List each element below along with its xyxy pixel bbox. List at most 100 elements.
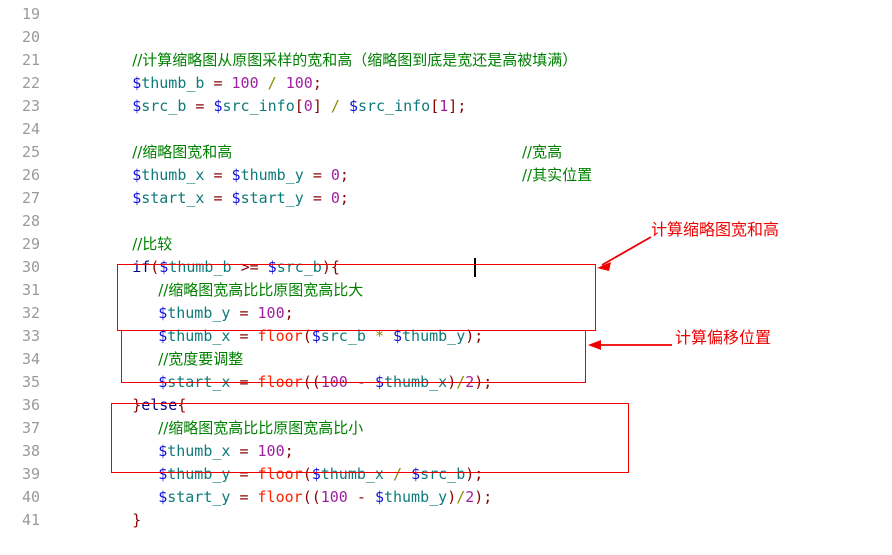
operator-token: = — [239, 304, 249, 322]
operator-token: = — [239, 442, 249, 460]
line-number: 22 — [21, 74, 40, 92]
line-number: 29 — [21, 235, 40, 253]
sigil-token: $ — [132, 189, 142, 207]
punctuation-token: ; — [284, 442, 294, 460]
line-number: 27 — [21, 189, 40, 207]
punctuation-token: ( — [302, 465, 312, 483]
punctuation-token: ); — [474, 488, 493, 506]
code-line-29[interactable]: if($thumb_b >= $src_b){ — [52, 233, 340, 302]
code-line-39[interactable]: $start_y = floor((100 - $thumb_y)/2); — [52, 463, 492, 532]
sigil-token: $ — [132, 97, 142, 115]
code-line-30[interactable]: //缩略图宽高比比原图宽高比大 — [52, 256, 363, 325]
code-line-20[interactable]: //计算缩略图从原图采样的宽和高（缩略图到底是宽还是高被填满） — [52, 26, 577, 95]
comment-token: //计算缩略图从原图采样的宽和高（缩略图到底是宽还是高被填满） — [132, 51, 578, 69]
comment-token: //缩略图宽高比比原图宽高比小 — [158, 419, 364, 437]
code-line-21[interactable]: $thumb_b = 100 / 100; — [52, 49, 322, 118]
brace-token: { — [177, 396, 187, 414]
code-line-32[interactable]: $thumb_x = floor($src_b * $thumb_y); — [52, 302, 483, 371]
variable-token: thumb_x — [383, 373, 448, 391]
variable-token: src_b — [420, 465, 466, 483]
operator-token: / — [456, 373, 466, 391]
operator-token: - — [356, 488, 366, 506]
number-token: 0 — [303, 97, 313, 115]
variable-token: src_b — [141, 97, 187, 115]
function-token: floor — [257, 465, 303, 483]
code-line-22[interactable]: $src_b = $src_info[0] / $src_info[1]; — [52, 72, 466, 141]
operator-token: >= — [240, 258, 259, 276]
function-token: floor — [257, 327, 303, 345]
code-line-35[interactable]: }else{ — [52, 371, 186, 440]
code-line-24[interactable]: //缩略图宽和高 — [52, 118, 232, 187]
punctuation-token: ) — [465, 327, 475, 345]
annotation-label-offset: 计算偏移位置 — [675, 328, 772, 347]
number-token: 100 — [320, 373, 348, 391]
line-number-gutter: 19 20 21 22 23 24 25 26 27 28 29 30 31 3… — [0, 0, 52, 537]
sigil-token: $ — [158, 442, 168, 460]
punctuation-token: ) — [447, 373, 457, 391]
operator-token: = — [239, 465, 249, 483]
punctuation-token: ) — [321, 258, 331, 276]
annotation-label-thumb-size: 计算缩略图宽和高 — [651, 220, 780, 239]
code-line-37[interactable]: $thumb_x = 100; — [52, 417, 294, 486]
operator-token: / — [456, 488, 466, 506]
trailing-comment-26: //其实位置 — [522, 166, 593, 184]
operator-token: / — [330, 97, 340, 115]
line-number: 20 — [21, 28, 40, 46]
code-line-31[interactable]: $thumb_y = 100; — [52, 279, 294, 348]
operator-token: * — [374, 327, 384, 345]
punctuation-token: (( — [302, 373, 321, 391]
trailing-comment-25: //宽高 — [522, 143, 563, 161]
punctuation-token: ; — [457, 97, 467, 115]
code-line-36[interactable]: //缩略图宽高比比原图宽高比小 — [52, 394, 363, 463]
punctuation-token: ; — [339, 166, 349, 184]
line-number: 32 — [21, 304, 40, 322]
variable-token: thumb_b — [168, 258, 232, 276]
variable-token: start_y — [167, 488, 231, 506]
punctuation-token: ; — [474, 327, 484, 345]
sigil-token: $ — [231, 166, 241, 184]
line-number: 26 — [21, 166, 40, 184]
bracket-token: ] — [312, 97, 322, 115]
code-line-28[interactable]: //比较 — [52, 210, 172, 279]
code-content[interactable]: //计算缩略图从原图采样的宽和高（缩略图到底是宽还是高被填满） $thumb_b… — [52, 0, 892, 537]
variable-token: thumb_b — [141, 74, 205, 92]
variable-token: thumb_y — [167, 304, 231, 322]
number-token: 0 — [330, 189, 340, 207]
code-line-25[interactable]: $thumb_x = $thumb_y = 0; — [52, 141, 349, 210]
comment-token: //宽度要调整 — [158, 350, 244, 368]
punctuation-token: ) — [465, 465, 475, 483]
code-editor[interactable]: 19 20 21 22 23 24 25 26 27 28 29 30 31 3… — [0, 0, 892, 537]
punctuation-token: ; — [474, 465, 484, 483]
line-number: 40 — [21, 488, 40, 506]
sigil-token: $ — [158, 488, 168, 506]
function-token: floor — [257, 373, 303, 391]
sigil-token: $ — [231, 189, 241, 207]
line-number: 28 — [21, 212, 40, 230]
code-line-33[interactable]: //宽度要调整 — [52, 325, 243, 394]
punctuation-token: ; — [312, 74, 322, 92]
code-line-26[interactable]: $start_x = $start_y = 0; — [52, 164, 349, 233]
punctuation-token: ; — [284, 304, 294, 322]
function-token: floor — [257, 488, 303, 506]
number-token: 2 — [465, 373, 475, 391]
code-line-40[interactable]: } — [52, 486, 141, 555]
line-number: 37 — [21, 419, 40, 437]
operator-token: / — [267, 74, 277, 92]
bracket-token: [ — [430, 97, 440, 115]
sigil-token: $ — [159, 258, 169, 276]
sigil-token: $ — [132, 166, 142, 184]
sigil-token: $ — [348, 97, 358, 115]
number-token: 100 — [257, 304, 285, 322]
variable-token: start_x — [141, 189, 205, 207]
text-cursor — [474, 258, 476, 277]
sigil-token: $ — [132, 74, 142, 92]
variable-token: thumb_y — [167, 465, 231, 483]
bracket-token: [ — [294, 97, 304, 115]
line-number: 25 — [21, 143, 40, 161]
sigil-token: $ — [158, 465, 168, 483]
variable-token: src_b — [320, 327, 366, 345]
operator-token: = — [312, 189, 322, 207]
line-number: 31 — [21, 281, 40, 299]
code-line-38[interactable]: $thumb_y = floor($thumb_x / $src_b); — [52, 440, 483, 509]
sigil-token: $ — [411, 465, 421, 483]
